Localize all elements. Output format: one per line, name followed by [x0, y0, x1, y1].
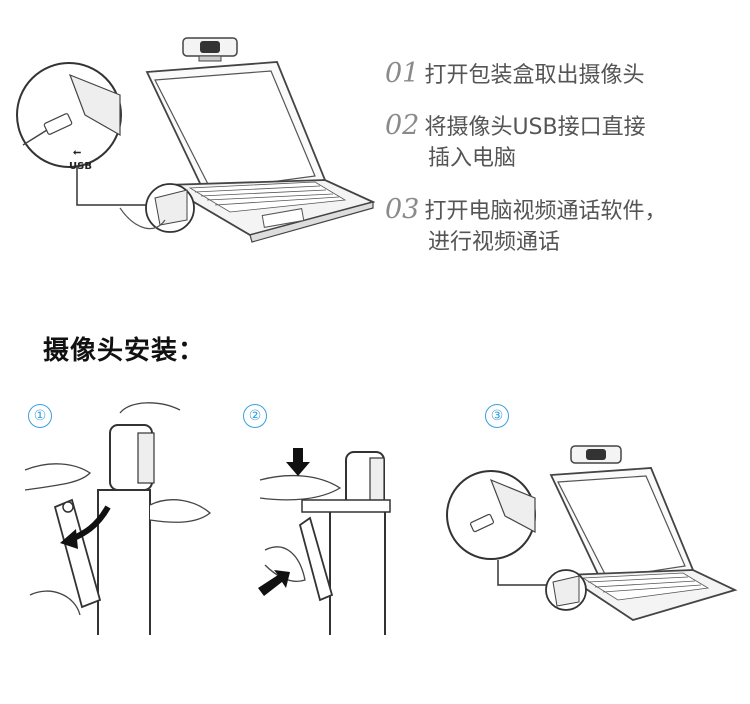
- section-title: 摄像头安装：: [43, 336, 206, 366]
- step-3-text-line2: 进行视频通话: [428, 230, 561, 255]
- step-2-text-line1: 将摄像头USB接口直接: [424, 115, 646, 140]
- laptop-illustration-top: ⭠: [15, 30, 375, 245]
- install-step-1-illustration: [20, 395, 220, 635]
- svg-text:⭠: ⭠: [73, 147, 81, 158]
- step-3-number: 03: [385, 194, 420, 225]
- install-step-3-illustration: [443, 440, 743, 625]
- install-step-2-marker: ②: [243, 404, 267, 428]
- step-1-text: 打开包装盒取出摄像头: [424, 63, 645, 88]
- step-2-text-line2: 插入电脑: [428, 146, 517, 171]
- usb-label: USB: [69, 161, 92, 172]
- webcam-icon: [182, 37, 238, 62]
- step-1-number: 01: [385, 58, 420, 89]
- step-2-number: 02: [385, 110, 420, 141]
- install-step-3-marker: ③: [485, 404, 509, 428]
- install-step-1-marker: ①: [28, 404, 52, 428]
- step-3-text-line1: 打开电脑视频通话软件，: [424, 199, 667, 224]
- step-2: 02 将摄像头USB接口直接 插入电脑: [385, 110, 745, 174]
- install-step-2-illustration: [250, 440, 400, 635]
- step-1: 01 打开包装盒取出摄像头: [385, 58, 745, 91]
- step-3: 03 打开电脑视频通话软件， 进行视频通话: [385, 194, 750, 258]
